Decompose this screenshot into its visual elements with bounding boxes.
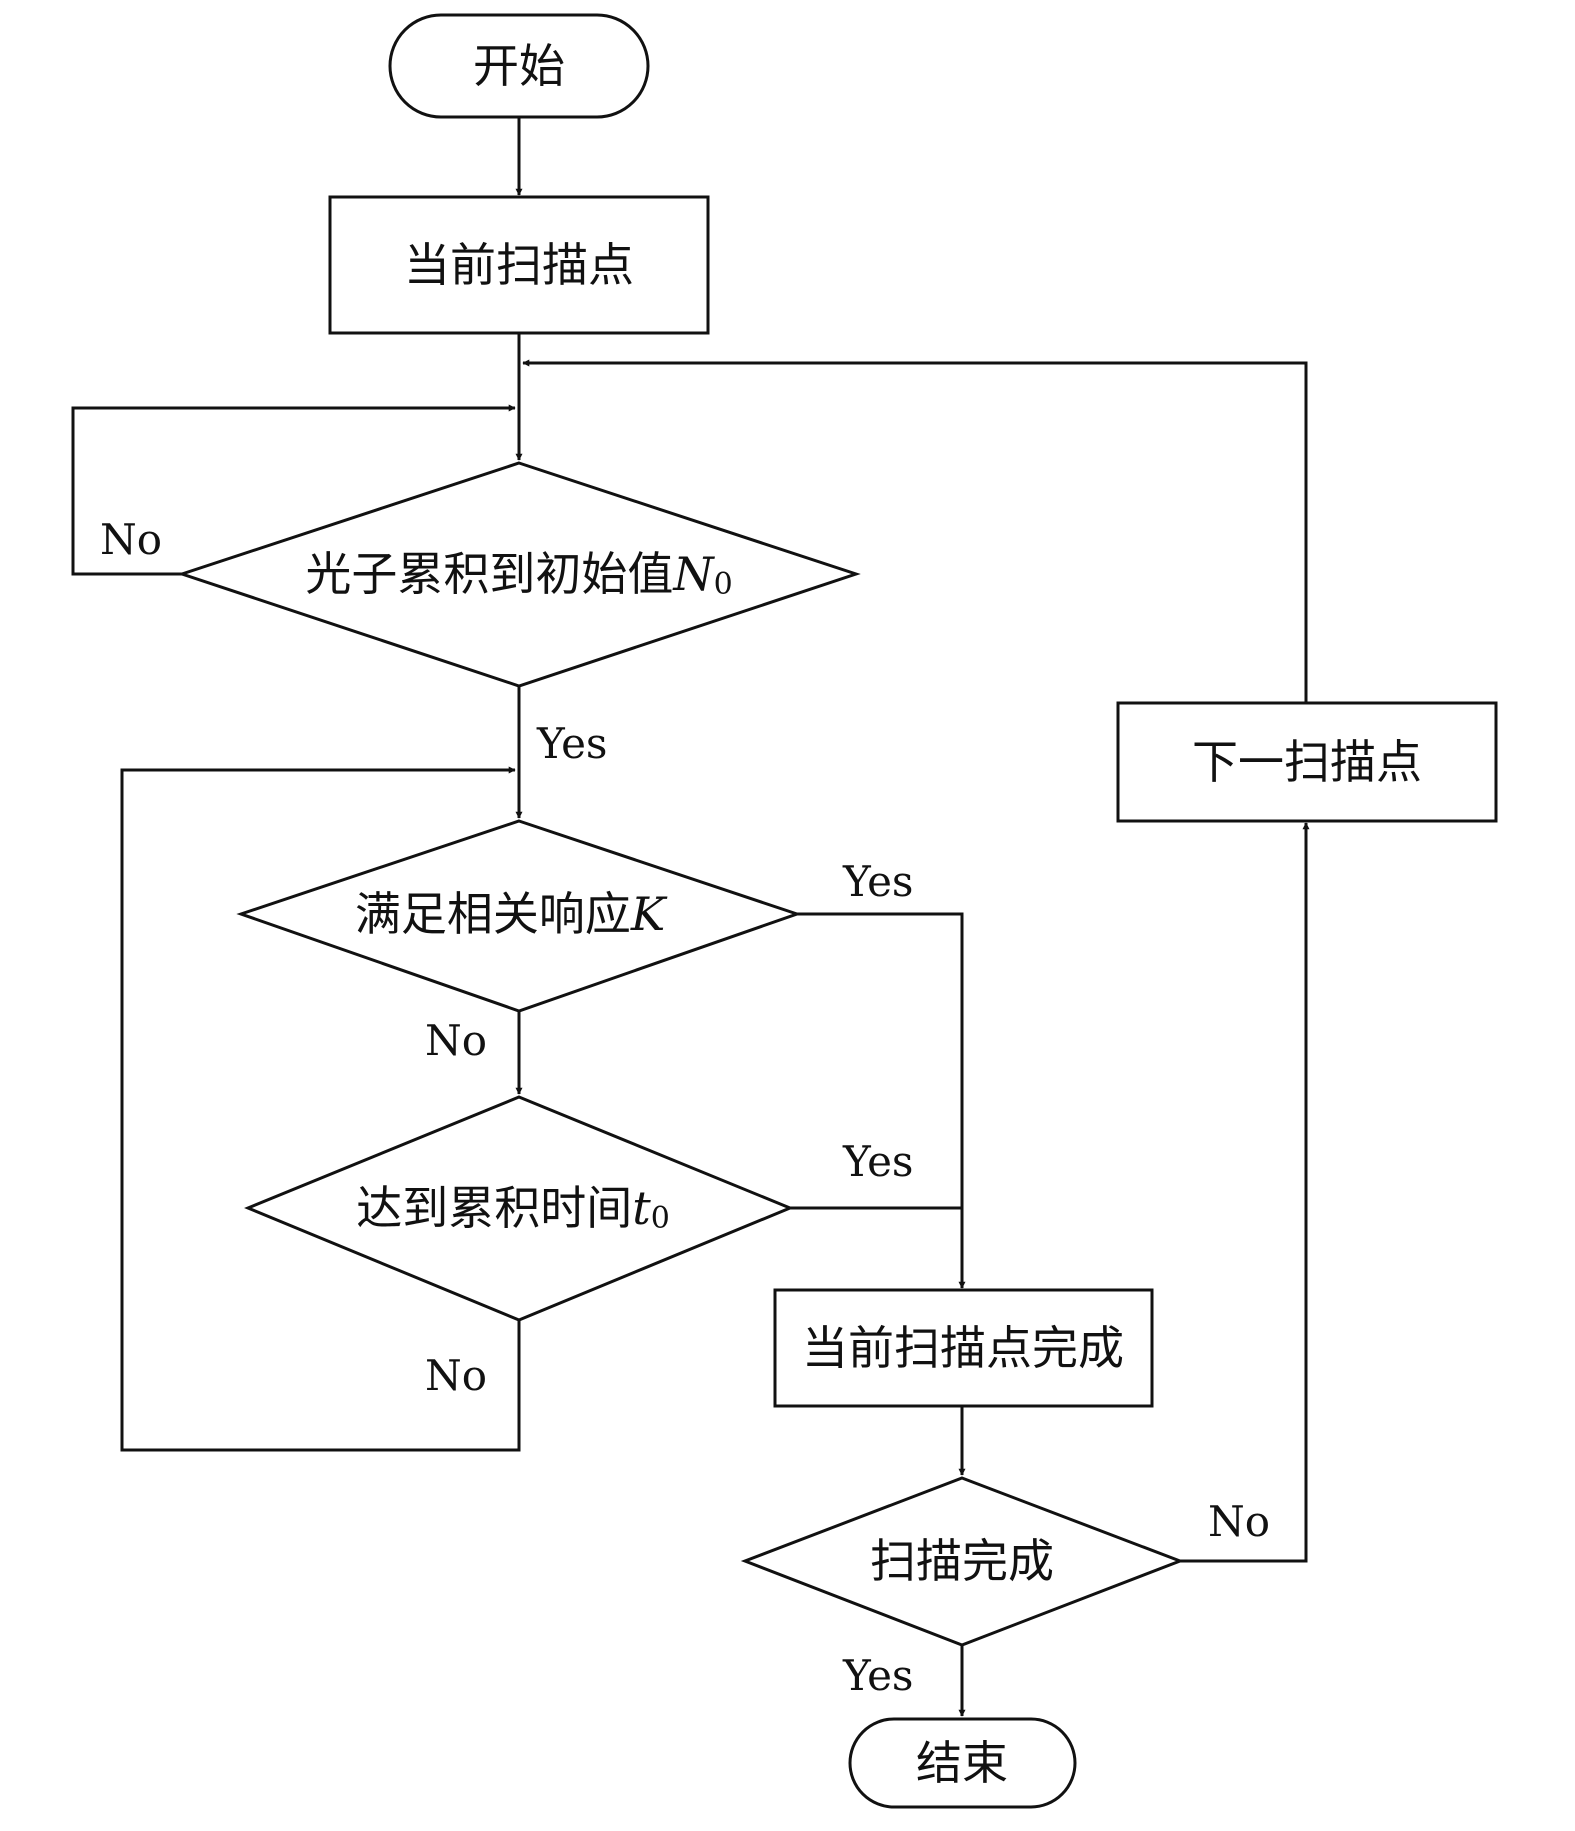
next-point-label: 下一扫描点 xyxy=(1192,735,1422,789)
time-no-label: No xyxy=(425,1351,487,1400)
time-decision-var: t xyxy=(632,1181,651,1235)
next-point-node: 下一扫描点 xyxy=(1116,701,1498,823)
time-decision-text: 达到累积时间 xyxy=(356,1181,632,1235)
end-node: 结束 xyxy=(848,1717,1077,1809)
corr-decision-label: 满足相关响应K xyxy=(355,887,668,941)
photon-decision-label: 光子累积到初始值N0 xyxy=(305,547,732,602)
loop-photon-no xyxy=(71,404,516,576)
arrow-scan-no xyxy=(1180,822,1310,1563)
loop-next-point xyxy=(522,359,1308,703)
photon-no-label: No xyxy=(100,515,162,564)
corr-yes-label: Yes xyxy=(842,857,914,906)
loop-time-no xyxy=(120,766,521,1452)
point-done-node: 当前扫描点完成 xyxy=(773,1288,1154,1408)
current-point-label: 当前扫描点 xyxy=(404,238,634,292)
time-decision-sub: 0 xyxy=(651,1201,670,1236)
scan-decision: 扫描完成 xyxy=(740,1476,1185,1647)
corr-no-label: No xyxy=(425,1016,487,1065)
arrow-corr-yes xyxy=(797,912,966,1289)
scan-yes-label: Yes xyxy=(842,1651,914,1700)
time-decision-label: 达到累积时间t0 xyxy=(356,1181,670,1236)
photon-decision-var: N xyxy=(672,547,715,601)
photon-decision-sub: 0 xyxy=(714,567,733,602)
end-label: 结束 xyxy=(916,1736,1008,1790)
start-label: 开始 xyxy=(473,39,565,93)
time-yes-label: Yes xyxy=(842,1137,914,1186)
corr-decision-var: K xyxy=(630,887,668,941)
scan-no-label: No xyxy=(1208,1497,1270,1546)
photon-yes-label: Yes xyxy=(536,719,608,768)
corr-decision: 满足相关响应K xyxy=(236,819,802,1013)
time-decision: 达到累积时间t0 xyxy=(244,1095,794,1322)
corr-decision-text: 满足相关响应 xyxy=(355,887,631,941)
point-done-label: 当前扫描点完成 xyxy=(802,1321,1124,1375)
photon-decision-text: 光子累积到初始值 xyxy=(305,547,673,601)
scan-decision-label: 扫描完成 xyxy=(870,1534,1054,1588)
start-node: 开始 xyxy=(388,13,650,119)
photon-decision: 光子累积到初始值N0 xyxy=(177,461,861,688)
current-point-node: 当前扫描点 xyxy=(328,195,710,335)
